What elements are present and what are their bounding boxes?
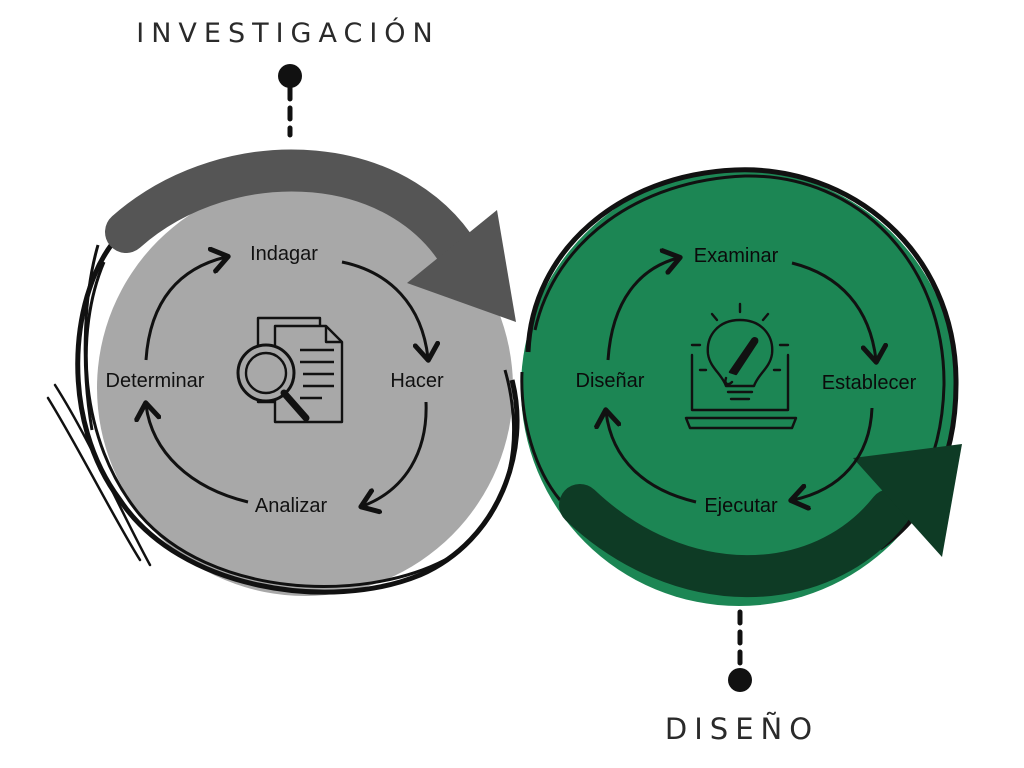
- left-cycle-outline-3: [83, 244, 100, 431]
- title-investigacion: INVESTIGACIÓN: [136, 17, 439, 49]
- top-connector-dot: [278, 64, 302, 88]
- top-connector: [278, 64, 302, 138]
- right-step-establecer: Establecer: [822, 372, 917, 394]
- right-big-arrow-band: [559, 484, 911, 598]
- left-inner-arrow-2: [363, 401, 428, 506]
- left-inner-arrow-1: [341, 260, 428, 358]
- left-inner-arrow-3: [146, 405, 249, 504]
- left-step-determinar: Determinar: [106, 370, 205, 392]
- right-cycle-outline-3: [520, 371, 562, 501]
- left-big-arrow-band: [105, 149, 489, 291]
- right-inner-arrow-2: [793, 407, 874, 500]
- left-step-analizar: Analizar: [255, 495, 328, 517]
- title-diseno: DISEÑO: [665, 712, 819, 746]
- left-cycle-scribble: [46, 383, 152, 567]
- right-inner-arrow-4: [606, 258, 678, 361]
- left-step-hacer: Hacer: [390, 370, 444, 392]
- right-step-examinar: Examinar: [694, 245, 779, 267]
- right-inner-arrow-3: [606, 412, 697, 504]
- right-big-arrow-head: [853, 444, 962, 557]
- left-inner-arrow-4: [144, 257, 226, 361]
- right-step-ejecutar: Ejecutar: [704, 495, 778, 517]
- lightbulb-laptop-icon: [684, 302, 798, 430]
- left-step-indagar: Indagar: [250, 243, 318, 265]
- document-magnifier-icon: [236, 316, 344, 424]
- right-cycle: Examinar Establecer Ejecutar Diseñar: [520, 167, 962, 606]
- left-big-arrow-head: [407, 210, 516, 322]
- bottom-connector-dot: [728, 668, 752, 692]
- left-cycle: Indagar Hacer Analizar Determinar: [46, 149, 520, 596]
- right-inner-arrow-1: [791, 261, 876, 360]
- bottom-connector: [728, 609, 752, 692]
- left-cycle-outline-2: [84, 261, 515, 588]
- right-cycle-fill: [521, 170, 957, 606]
- right-step-disenar: Diseñar: [576, 370, 645, 392]
